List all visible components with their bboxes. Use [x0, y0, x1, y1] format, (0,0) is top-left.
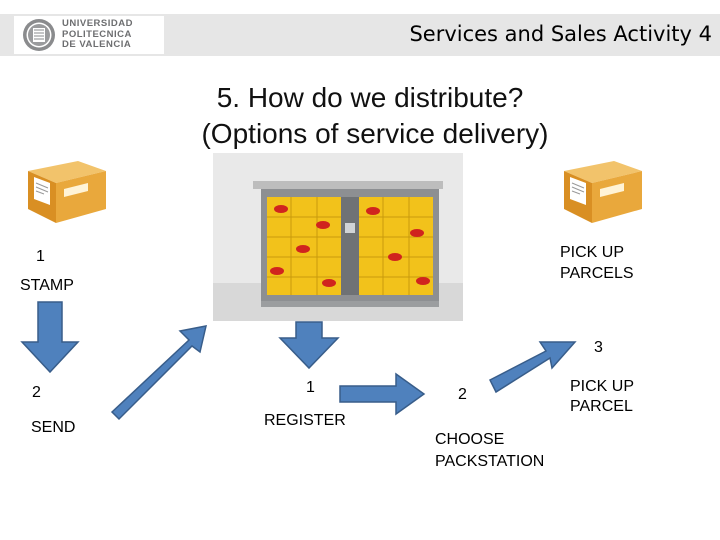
arrow-diagonal-up-right-2 [488, 341, 577, 394]
register-label: REGISTER [264, 412, 346, 429]
packstation-locker-image [213, 153, 463, 321]
page-title-line-1: 5. How do we distribute? [216, 82, 524, 113]
pick-up-parcels-label: PICK UP PARCELS [560, 244, 634, 282]
center-step-number-3: 3 [594, 339, 603, 356]
stamp-label: STAMP [20, 277, 74, 294]
center-step-number-2: 2 [458, 386, 467, 403]
arrow-down-left [20, 301, 80, 374]
university-seal-icon [23, 19, 55, 51]
parcel-box-image-right [564, 161, 642, 223]
choose-packstation-label: CHOOSE PACKSTATION [435, 431, 545, 470]
arrow-down-center [278, 321, 340, 370]
send-label: SEND [31, 419, 76, 436]
pick-up-parcel-label: PICK UP PARCEL [570, 378, 634, 415]
slide-header-title: Services and Sales Activity 4 [409, 22, 712, 46]
university-name-line: UNIVERSIDAD [62, 18, 133, 30]
arrow-diagonal-up-right [110, 325, 207, 421]
university-name-line: POLITECNICA [62, 28, 132, 40]
page-title-line-2: (Options of service delivery) [201, 118, 549, 149]
university-name: UNIVERSIDAD POLITECNICA DE VALENCIA [62, 19, 133, 51]
university-name-line: DE VALENCIA [62, 39, 132, 51]
arrow-right-center [339, 372, 426, 416]
left-step-number-2: 2 [32, 384, 41, 401]
center-step-number-1: 1 [306, 379, 315, 396]
university-logo: UNIVERSIDAD POLITECNICA DE VALENCIA [14, 16, 164, 54]
parcel-box-image-left [28, 161, 106, 223]
left-step-number-1: 1 [36, 248, 45, 265]
